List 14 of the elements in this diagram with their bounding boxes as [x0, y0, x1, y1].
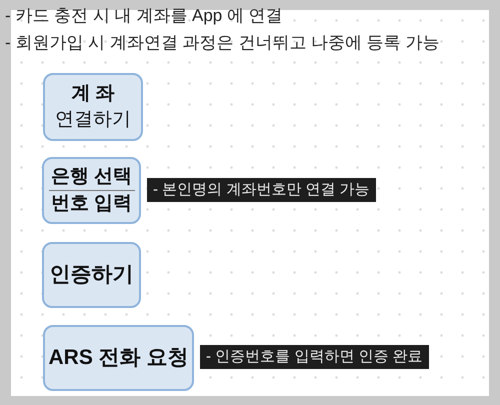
box-label: 인증하기 — [50, 262, 134, 288]
process-box — [42, 242, 141, 308]
box-label: 은행 선택 — [50, 165, 132, 189]
box-label: 연결하기 — [55, 108, 131, 132]
box-label: 계 좌 — [71, 82, 115, 106]
process-box — [43, 73, 143, 141]
caption-note: - 본인명의 계좌번호만 연결 가능 — [147, 178, 376, 202]
bullet-note: - 회원가입 시 계좌연결 과정은 건너뛰고 나중에 등록 가능 — [5, 32, 440, 54]
box-label: 번호 입력 — [50, 192, 132, 216]
process-box — [43, 325, 194, 391]
box-label: ARS 전화 요청 — [48, 345, 188, 371]
bullet-note: - 카드 충전 시 내 계좌를 App 에 연결 — [5, 5, 284, 27]
caption-note: - 인증번호를 입력하면 인증 완료 — [200, 345, 429, 369]
process-box — [42, 157, 141, 224]
